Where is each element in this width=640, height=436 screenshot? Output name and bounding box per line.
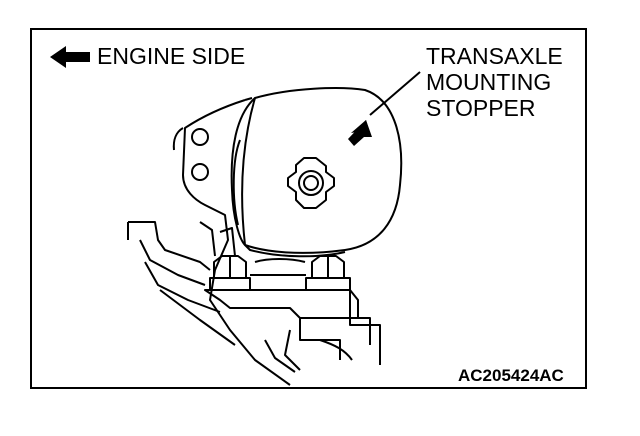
bracket-hole-lower <box>191 163 209 181</box>
view-arrow-icon <box>348 120 372 146</box>
transaxle-mounting-stopper-label: TRANSAXLE MOUNTING STOPPER <box>426 43 563 121</box>
stopper-leader-line <box>369 71 421 116</box>
bracket-outline <box>182 99 291 386</box>
stopper-body <box>241 87 403 254</box>
mounting-plate <box>204 289 359 319</box>
left-bracket-arm <box>128 221 211 271</box>
center-nut <box>287 157 335 209</box>
bracket-hole-upper <box>191 128 209 146</box>
engine-side-label: ENGINE SIDE <box>97 43 246 69</box>
stopper-label-line-1: TRANSAXLE <box>426 43 563 69</box>
left-arrow-icon <box>50 46 90 68</box>
stopper-label-line-3: STOPPER <box>426 95 536 121</box>
right-lower-bracket <box>349 290 381 365</box>
figure-code: AC205424AC <box>458 366 564 385</box>
stopper-label-line-2: MOUNTING <box>426 69 552 95</box>
